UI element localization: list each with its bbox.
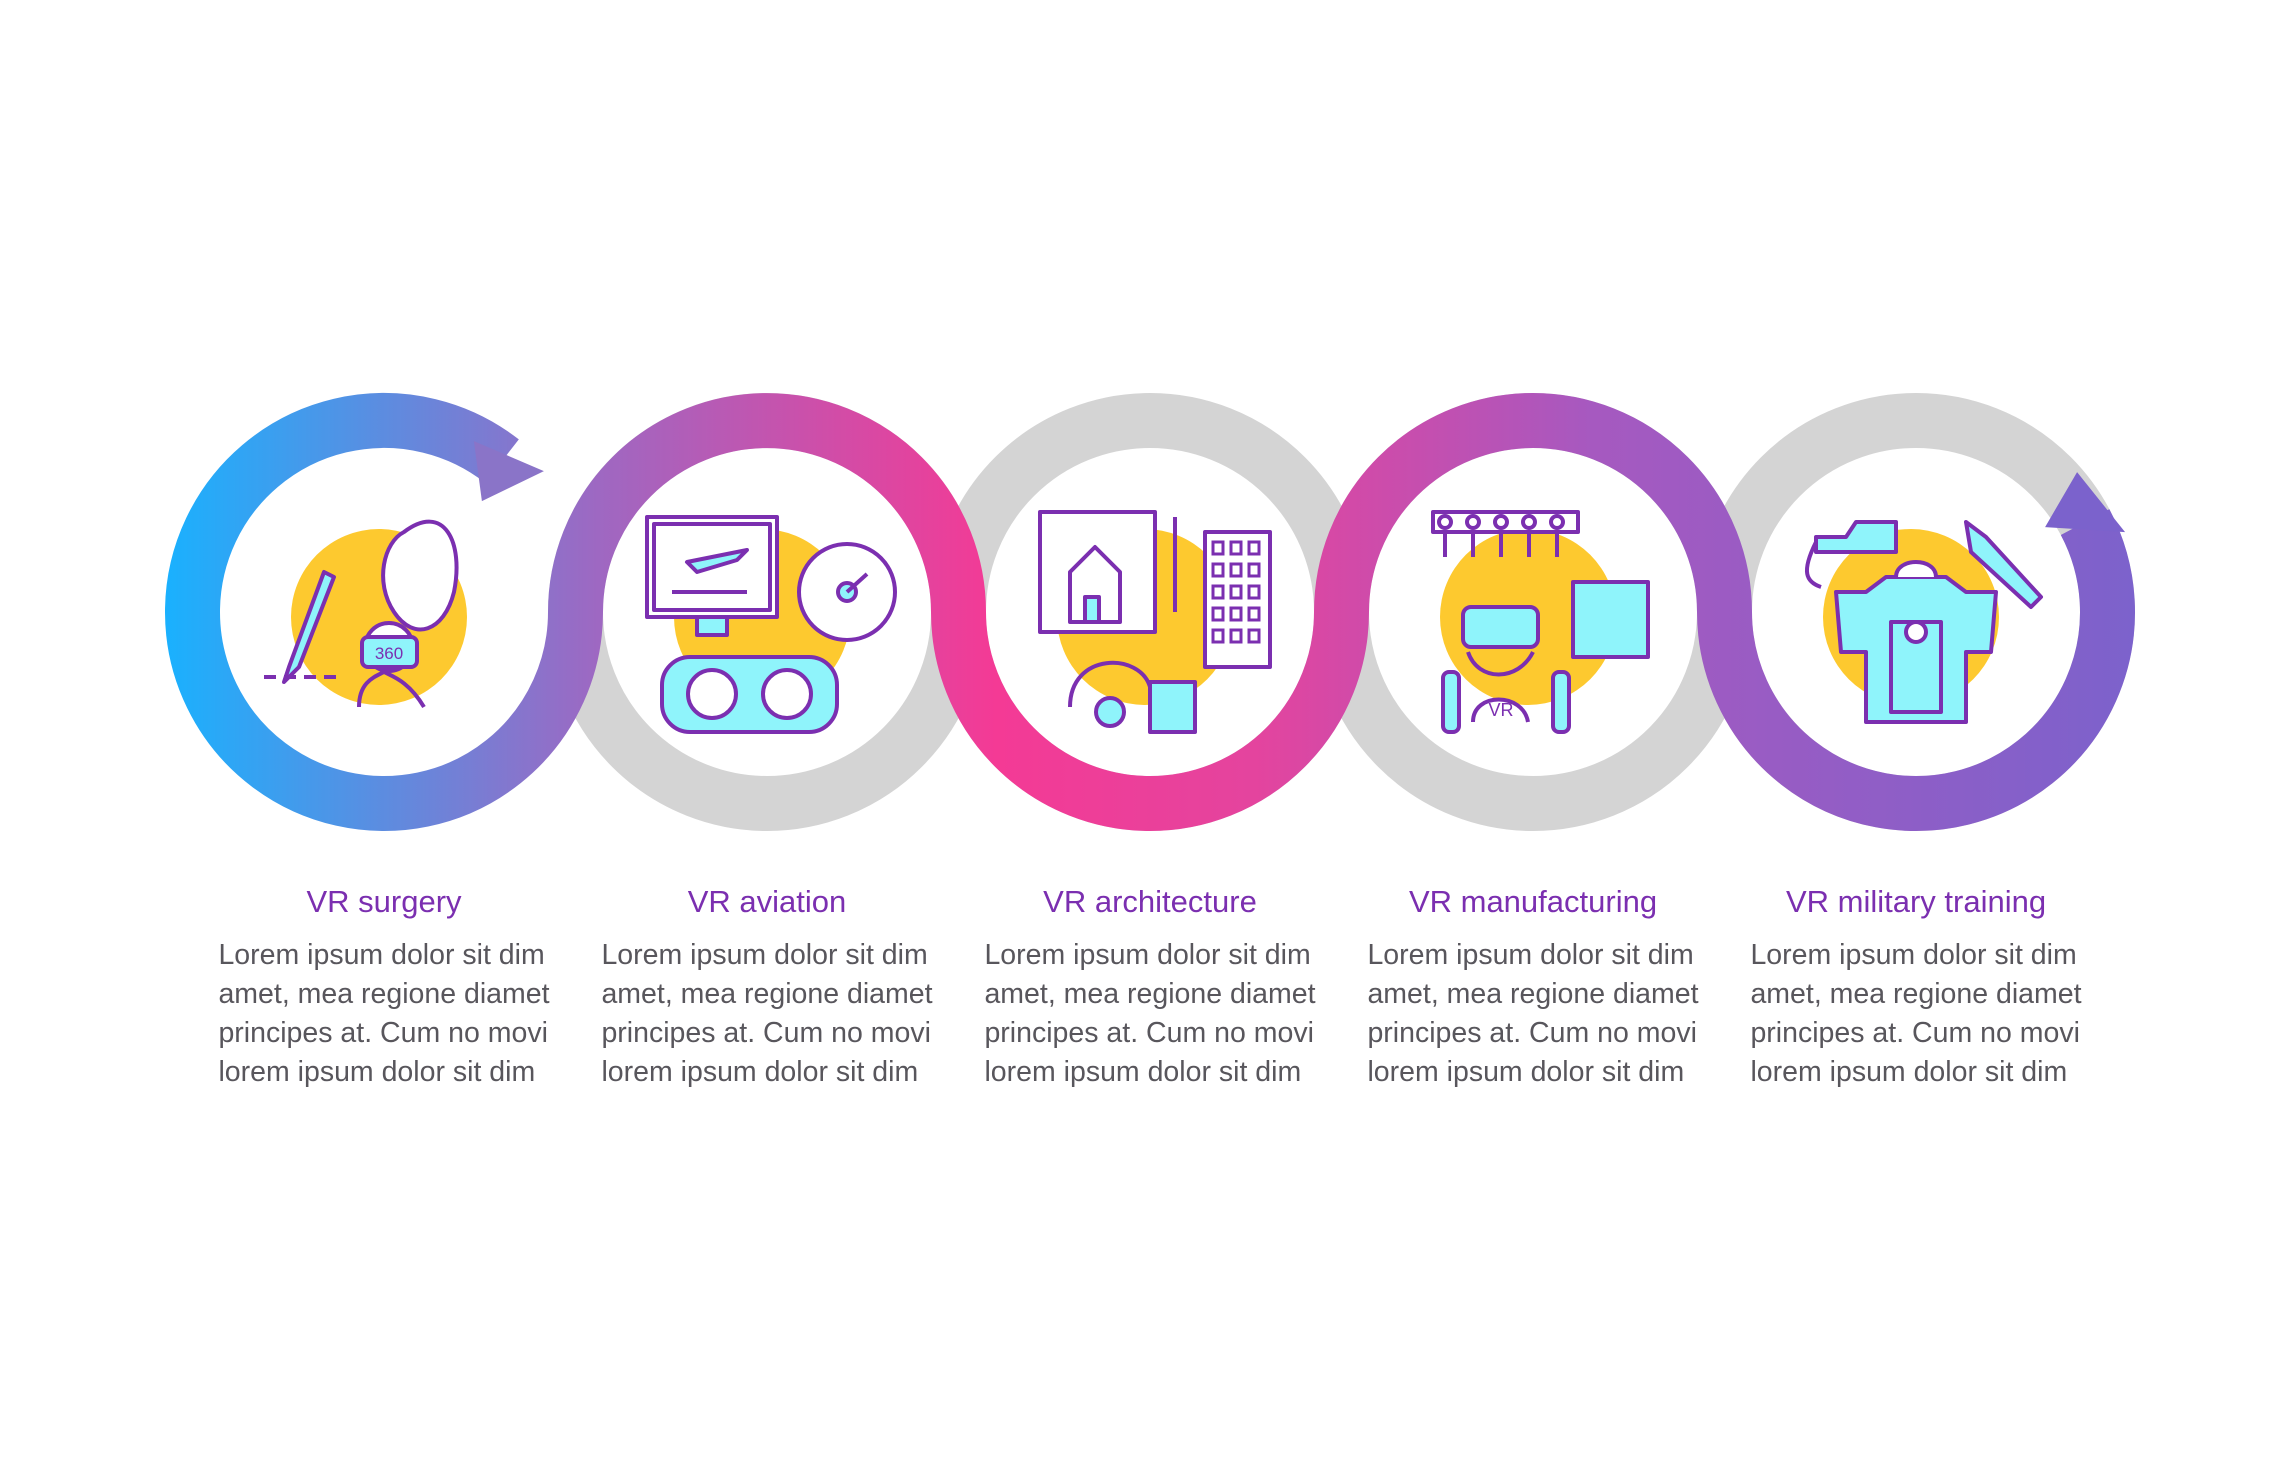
description-line: principes at. Cum no movi <box>984 1017 1314 1049</box>
description-line: Lorem ipsum dolor sit dim <box>218 939 545 971</box>
description-line: lorem ipsum dolor sit dim <box>601 1056 919 1088</box>
description-line: amet, mea regione diamet <box>1750 978 2082 1010</box>
description-line: Lorem ipsum dolor sit dim <box>601 939 928 971</box>
step-title: VR manufacturing <box>1408 884 1658 919</box>
description-line: principes at. Cum no movi <box>601 1017 931 1049</box>
description-line: Lorem ipsum dolor sit dim <box>1367 939 1694 971</box>
description-line: principes at. Cum no movi <box>218 1017 548 1049</box>
description-line: lorem ipsum dolor sit dim <box>984 1056 1302 1088</box>
description-line: lorem ipsum dolor sit dim <box>1750 1056 2068 1088</box>
description-line: Lorem ipsum dolor sit dim <box>1750 939 2077 971</box>
arrow-head-end <box>2045 472 2126 533</box>
surgery-icon: 360 <box>264 519 467 709</box>
step-description: Lorem ipsum dolor sit dim amet, mea regio… <box>218 936 549 1092</box>
description-line: amet, mea regione diamet <box>218 978 550 1010</box>
step-title: VR military training <box>1785 884 2047 919</box>
description-line: Lorem ipsum dolor sit dim <box>984 939 1311 971</box>
aviation-icon <box>645 515 897 734</box>
step-description: Lorem ipsum dolor sit dim amet, mea regio… <box>984 936 1315 1092</box>
vr-360-label: 360 <box>375 644 403 663</box>
manufacturing-icon: VR <box>1431 510 1650 734</box>
step-title: VR architecture <box>1043 884 1257 919</box>
description-line: amet, mea regione diamet <box>1367 978 1699 1010</box>
step-title: VR surgery <box>306 884 462 919</box>
description-line: principes at. Cum no movi <box>1750 1017 2080 1049</box>
description-line: amet, mea regione diamet <box>984 978 1316 1010</box>
step-description: Lorem ipsum dolor sit dim amet, mea regio… <box>601 936 932 1092</box>
arrow-notch-start <box>473 441 544 502</box>
military-training-icon <box>1805 520 2043 724</box>
step-title: VR aviation <box>687 884 847 919</box>
architecture-icon <box>1038 510 1272 734</box>
gradient-flow-path <box>165 393 2135 831</box>
step-description: Lorem ipsum dolor sit dim amet, mea regio… <box>1367 936 1698 1092</box>
description-line: principes at. Cum no movi <box>1367 1017 1697 1049</box>
vr-label: VR <box>1488 700 1513 720</box>
description-line: lorem ipsum dolor sit dim <box>218 1056 536 1088</box>
description-line: amet, mea regione diamet <box>601 978 933 1010</box>
description-line: lorem ipsum dolor sit dim <box>1367 1056 1685 1088</box>
step-description: Lorem ipsum dolor sit dim amet, mea regio… <box>1750 936 2081 1092</box>
